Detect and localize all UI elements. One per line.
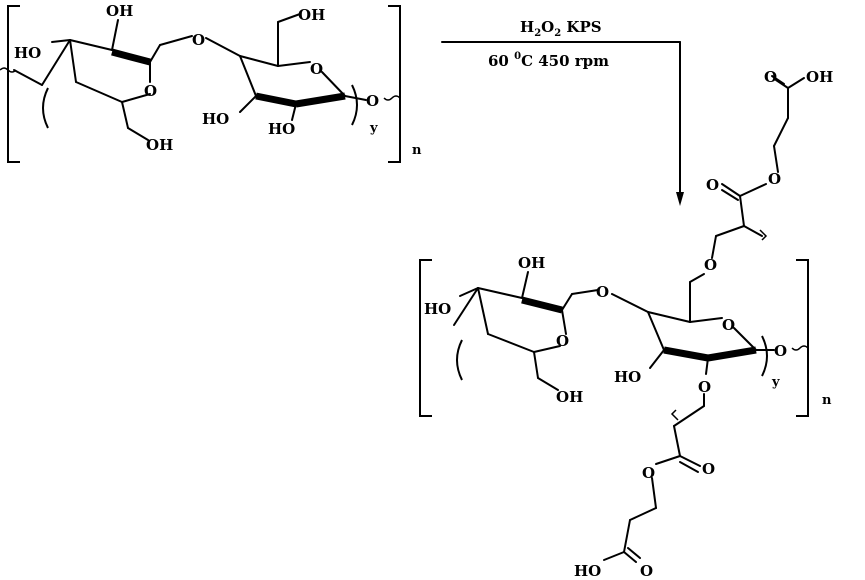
product-o-link: O <box>596 283 609 301</box>
graft-top-carbonyl-o: O <box>706 176 719 194</box>
product-subscript-n: n <box>822 393 832 408</box>
reactant-oh-top: OH <box>106 2 133 20</box>
product-ho-left: HO <box>424 300 451 318</box>
product-o-end: O <box>774 342 787 360</box>
reactant-oh-bottom: OH <box>146 136 173 154</box>
product-oh-top: OH <box>518 254 545 272</box>
graft-bottom-ester-o: O <box>642 464 655 482</box>
graft-bottom-cooh-ho: HO <box>574 562 601 580</box>
reaction-arrow: H2O2 KPS 60 0C 450 rpm <box>441 18 684 206</box>
right-paren <box>351 84 358 126</box>
graft-bottom-carbonyl-o: O <box>702 460 715 478</box>
product-o-graft-top: O <box>704 256 717 274</box>
right-bracket <box>388 5 401 163</box>
product-o-graft-bottom: O <box>698 378 711 396</box>
product-oh-bottom: OH <box>556 388 583 406</box>
reactant-subscript-y: y <box>369 121 378 136</box>
graft-top-ester-o: O <box>768 170 781 188</box>
reactant-subscript-n: n <box>412 143 422 158</box>
reaction-condition-top: H2O2 KPS <box>520 18 602 39</box>
graft-top-cooh-oh: OH <box>806 68 833 86</box>
reactant-ho-ring2: HO <box>202 110 229 128</box>
product-structure: OH HO O O OH O HO O O O y n O OH O O O O… <box>419 68 833 580</box>
reaction-condition-bottom: 60 0C 450 rpm <box>488 51 609 70</box>
wavy-bond-right <box>383 95 401 101</box>
wavy-bond-left <box>0 67 17 73</box>
reactant-o-ring2: O <box>310 60 323 78</box>
reactant-o-end: O <box>366 92 379 110</box>
reactant-oh-ring2: HO <box>268 120 295 138</box>
reactant-o-ring1: O <box>144 82 157 100</box>
product-o-ring2: O <box>722 316 735 334</box>
product-subscript-y: y <box>771 375 780 390</box>
graft-top-cooh-o: O <box>764 68 777 86</box>
reactant-structure: OH HO O O OH OH O HO HO O y n <box>0 2 422 163</box>
left-paren <box>42 87 49 129</box>
product-o-ring1: O <box>556 332 569 350</box>
reactant-ho-left: HO <box>14 44 41 62</box>
left-bracket <box>7 5 20 163</box>
product-ho-ring2: HO <box>614 368 641 386</box>
reactant-oh-ch2: OH <box>298 6 325 24</box>
reactant-o-link: O <box>192 31 205 49</box>
graft-bottom-cooh-o: O <box>640 562 653 580</box>
